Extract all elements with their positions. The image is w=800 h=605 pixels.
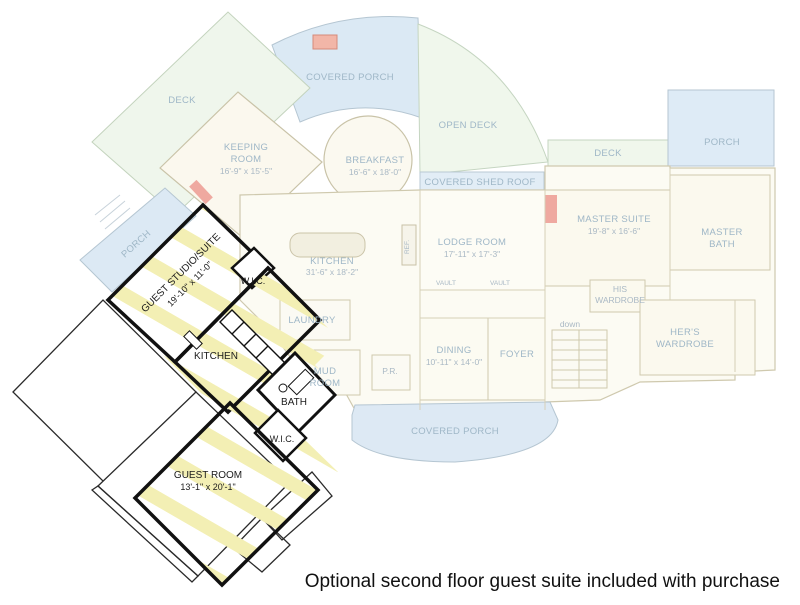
guest-kitchen-counter xyxy=(183,330,203,350)
bath-sink xyxy=(278,383,288,393)
label-lodge-room-dims: 17'-11" x 17'-3" xyxy=(444,249,500,259)
his-wardrobe-area xyxy=(589,279,646,313)
label-hers-wardrobe-2: WARDROBE xyxy=(656,339,714,350)
label-master-bath-2: BATH xyxy=(709,239,735,250)
label-foyer: FOYER xyxy=(500,349,534,360)
label-lodge-room: LODGE ROOM xyxy=(438,237,506,248)
label-deck-right: DECK xyxy=(594,148,622,159)
label-master-bath: MASTER xyxy=(701,227,742,238)
label-wic-top: W.I.C. xyxy=(241,276,266,286)
label-keeping-room-2: ROOM xyxy=(231,154,262,165)
interior-wall-lines xyxy=(419,168,736,410)
label-covered-porch-top: COVERED PORCH xyxy=(306,72,394,83)
label-porch-right: PORCH xyxy=(704,137,740,148)
label-laundry: LAUNDRY xyxy=(288,315,336,326)
fireplace-left xyxy=(189,179,213,205)
label-down: down xyxy=(560,319,581,329)
label-wic-bottom: W.I.C. xyxy=(270,434,295,444)
stairs-down xyxy=(551,329,608,389)
deck-left-area xyxy=(91,11,311,216)
label-powder-room: P.R. xyxy=(382,366,397,376)
label-guest-room-dims: 13'-1" x 20'-1" xyxy=(180,482,235,492)
guest-room-walls xyxy=(132,400,321,588)
kitchen-island xyxy=(289,232,366,258)
label-vault-1: VAULT xyxy=(436,280,456,287)
label-kitchen-main-dims: 31'-6" x 18'-2" xyxy=(306,267,358,277)
label-dining: DINING xyxy=(436,345,471,356)
hers-wardrobe-area xyxy=(639,299,756,376)
powder-room-area xyxy=(371,354,411,391)
master-suite-area xyxy=(544,189,671,287)
porch-left-steps xyxy=(94,194,131,230)
open-deck-area xyxy=(417,23,549,176)
label-dining-dims: 10'-11" x 14'-0" xyxy=(426,357,482,367)
dining-area xyxy=(419,317,489,401)
refrigerator xyxy=(401,224,417,266)
label-breakfast-dims: 16'-6" x 18'-0" xyxy=(349,167,401,177)
fireplace-master xyxy=(543,195,557,223)
label-open-deck: OPEN DECK xyxy=(439,120,498,131)
first-floor-labels: COVERED PORCH DECK KEEPING ROOM 16'-9" x… xyxy=(119,72,742,437)
grill-element xyxy=(312,34,338,50)
guest-suite-plan xyxy=(105,202,340,588)
covered-porch-top-area xyxy=(271,16,423,123)
label-his-wardrobe-2: WARDROBE xyxy=(595,295,645,305)
label-ref: REF. xyxy=(404,240,411,254)
label-master-suite-dims: 19'-8" x 16'-6" xyxy=(588,226,640,236)
label-deck-left: DECK xyxy=(168,95,196,106)
label-breakfast: BREAKFAST xyxy=(346,155,405,166)
first-floor-plan xyxy=(79,11,776,463)
label-keeping-room: KEEPING xyxy=(224,142,268,153)
label-master-suite: MASTER SUITE xyxy=(577,214,651,225)
wic-top-walls xyxy=(230,246,276,290)
label-covered-porch-bottom: COVERED PORCH xyxy=(411,426,499,437)
label-hers-wardrobe: HER'S xyxy=(670,327,700,338)
covered-porch-bottom-area xyxy=(351,401,559,463)
label-guest-bath: BATH xyxy=(281,397,307,408)
label-mud-room-2: ROOM xyxy=(310,378,341,389)
porch-right-area xyxy=(667,89,775,167)
label-his-wardrobe: HIS xyxy=(613,284,628,294)
bath-tub xyxy=(287,368,315,396)
label-vault-2: VAULT xyxy=(490,280,510,287)
label-keeping-room-dims: 16'-9" x 15'-5" xyxy=(220,166,272,176)
label-covered-shed-roof: COVERED SHED ROOF xyxy=(424,177,535,188)
master-bath-area xyxy=(669,174,771,271)
label-kitchen-main: KITCHEN xyxy=(310,256,354,267)
label-mud-room: MUD xyxy=(314,366,337,377)
foyer-area xyxy=(487,317,546,401)
label-guest-kitchen: KITCHEN xyxy=(194,351,238,362)
caption-text: Optional second floor guest suite includ… xyxy=(304,571,780,592)
label-guest-room: GUEST ROOM xyxy=(174,470,242,481)
